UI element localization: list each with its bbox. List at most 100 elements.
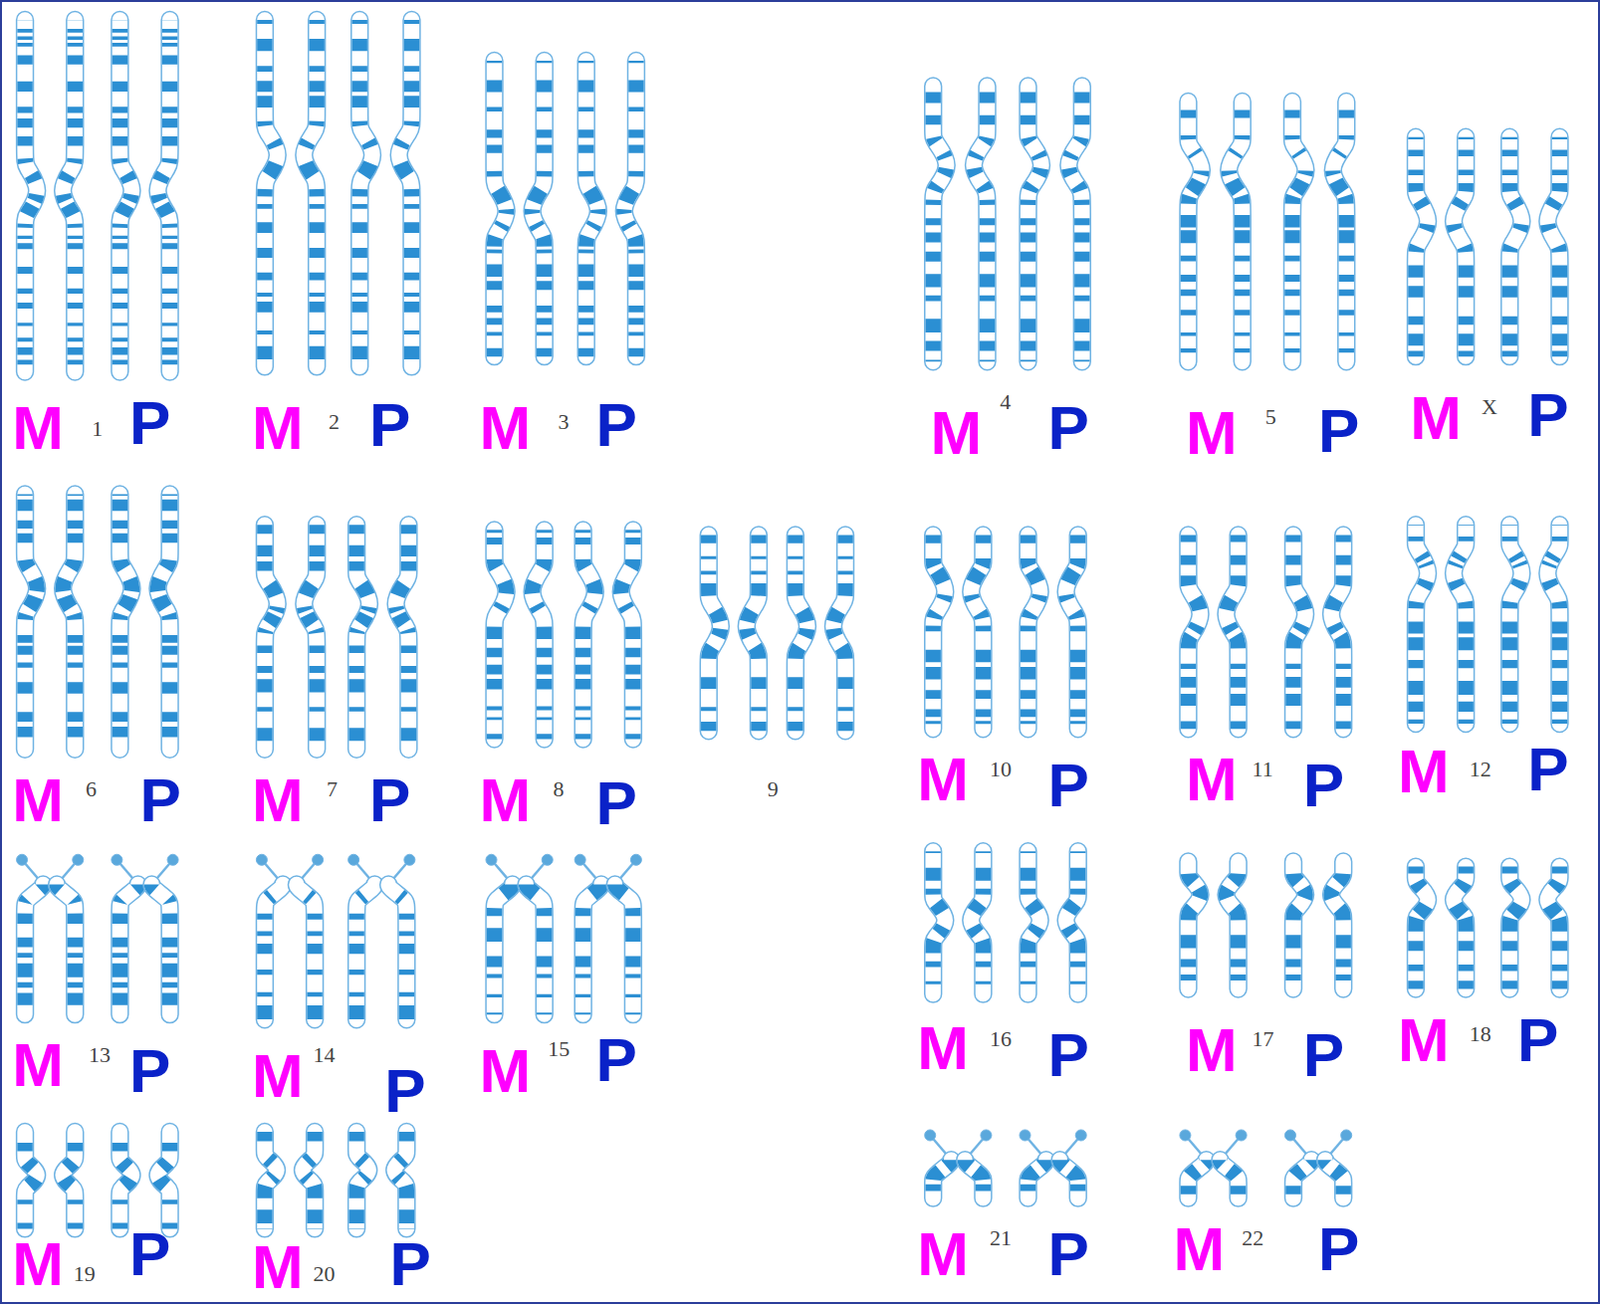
paternal-label: P — [596, 1029, 638, 1092]
chromosome — [932, 851, 983, 994]
chromatid-outline — [583, 885, 602, 1016]
maternal-label: M — [11, 769, 64, 832]
chromatid — [264, 1132, 277, 1229]
chromosome-number: 16 — [989, 1028, 1012, 1051]
chromatid — [302, 1132, 315, 1229]
chromatid-outline — [1068, 86, 1082, 363]
chromosome — [1415, 867, 1466, 990]
chromosome — [1293, 861, 1344, 989]
chromatid — [1415, 524, 1428, 724]
chromatid-outline — [388, 885, 407, 1021]
paternal-label-box: P — [1527, 384, 1569, 447]
chromatid — [973, 86, 987, 363]
chromosome-pair — [1415, 867, 1561, 990]
chromosome — [1028, 86, 1083, 363]
paternal-label: P — [1527, 384, 1569, 447]
chromosome — [924, 1130, 992, 1199]
chromatid — [24, 885, 43, 1016]
maternal-label: M — [1397, 1009, 1450, 1072]
chromosome-number: 19 — [73, 1263, 96, 1286]
chromosome-number-box: 17 — [1252, 1028, 1275, 1051]
chromatid-outline — [1066, 534, 1079, 729]
chromatid — [1415, 137, 1428, 357]
chromosome-band — [1187, 534, 1200, 729]
chromatid — [1331, 534, 1344, 729]
chromosome-pair — [264, 1132, 407, 1229]
maternal-label-box: M — [1185, 402, 1238, 464]
chromatid — [62, 494, 75, 750]
chromosome-number: 5 — [1265, 406, 1277, 429]
chromatid-outline — [296, 885, 315, 1021]
chromosome-band — [1509, 137, 1522, 357]
chromosome-band — [1187, 861, 1200, 989]
chromatid-outline — [157, 494, 170, 750]
chromatid-outline — [62, 19, 75, 373]
maternal-label: M — [251, 769, 304, 832]
chromatid — [708, 534, 721, 731]
chromosome-number: 15 — [547, 1038, 570, 1061]
chromatid — [157, 494, 170, 750]
paternal-label-box: P — [1527, 738, 1569, 801]
chromatid — [1293, 1159, 1312, 1198]
chromosome-pair — [494, 60, 637, 357]
chromatid — [1187, 101, 1201, 362]
chromosome-band — [1187, 101, 1201, 362]
paternal-label: P — [1318, 1218, 1360, 1281]
chromosome-number-box: 7 — [326, 778, 338, 801]
chromosome — [24, 1132, 75, 1229]
paternal-label: P — [369, 769, 411, 832]
chromosome-number: 14 — [313, 1044, 336, 1067]
chromosome — [1415, 137, 1466, 357]
chromatid — [932, 851, 945, 994]
chromatid-outline — [303, 524, 317, 749]
chromosome-pair — [16, 854, 180, 1015]
chromatid-outline — [1453, 137, 1466, 357]
chromosome-band — [970, 851, 983, 994]
satellite-knob — [348, 854, 360, 866]
chromatid-outline — [394, 1132, 407, 1229]
chromosome-pair — [1179, 1130, 1353, 1199]
chromatid — [494, 885, 513, 1016]
paternal-label-box: P — [369, 769, 411, 832]
chromatid-outline — [1066, 851, 1079, 994]
chromosome-band — [1293, 861, 1306, 989]
chromosome-number: 7 — [326, 778, 338, 801]
chromatid-outline — [264, 1132, 277, 1229]
chromosome-band — [1415, 867, 1428, 990]
chromatid-outline — [24, 1132, 37, 1229]
chromatid — [1028, 86, 1042, 363]
chromatid-outline — [1028, 1159, 1047, 1198]
chromosome — [1415, 524, 1466, 724]
maternal-label-box: M — [11, 1034, 64, 1097]
chromosome-band — [833, 534, 846, 731]
chromatid-outline — [1415, 137, 1428, 357]
satellite-knob — [1179, 1130, 1191, 1142]
chromatid — [296, 885, 315, 1021]
chromatid-outline — [973, 86, 987, 363]
chromatid-outline — [1292, 101, 1306, 362]
chromatid — [615, 885, 634, 1016]
chromatid-outline — [621, 529, 634, 739]
satellite-knob — [111, 854, 123, 866]
maternal-label: M — [916, 1017, 969, 1080]
chromosome-band — [1292, 101, 1306, 362]
chromatid — [1509, 524, 1522, 724]
chromosome-band — [970, 534, 983, 729]
chromosome — [1284, 1130, 1352, 1199]
chromatid-outline — [1331, 534, 1344, 729]
chromosome-number: 21 — [989, 1227, 1012, 1250]
chromatid-outline — [356, 524, 370, 749]
chromatid — [1187, 1159, 1206, 1198]
chromosome — [1179, 1130, 1247, 1199]
chromatid-outline — [1293, 1159, 1312, 1198]
chromatid-outline — [1028, 534, 1041, 729]
chromosome-pair — [24, 19, 171, 373]
satellite-knob — [167, 854, 179, 866]
satellite-knob — [485, 854, 497, 866]
chromosome-band — [1226, 861, 1239, 989]
chromosome-band — [1333, 101, 1347, 362]
chromosome-band — [1331, 861, 1344, 989]
chromatid — [1331, 861, 1344, 989]
chromosome-band — [1060, 1159, 1079, 1198]
